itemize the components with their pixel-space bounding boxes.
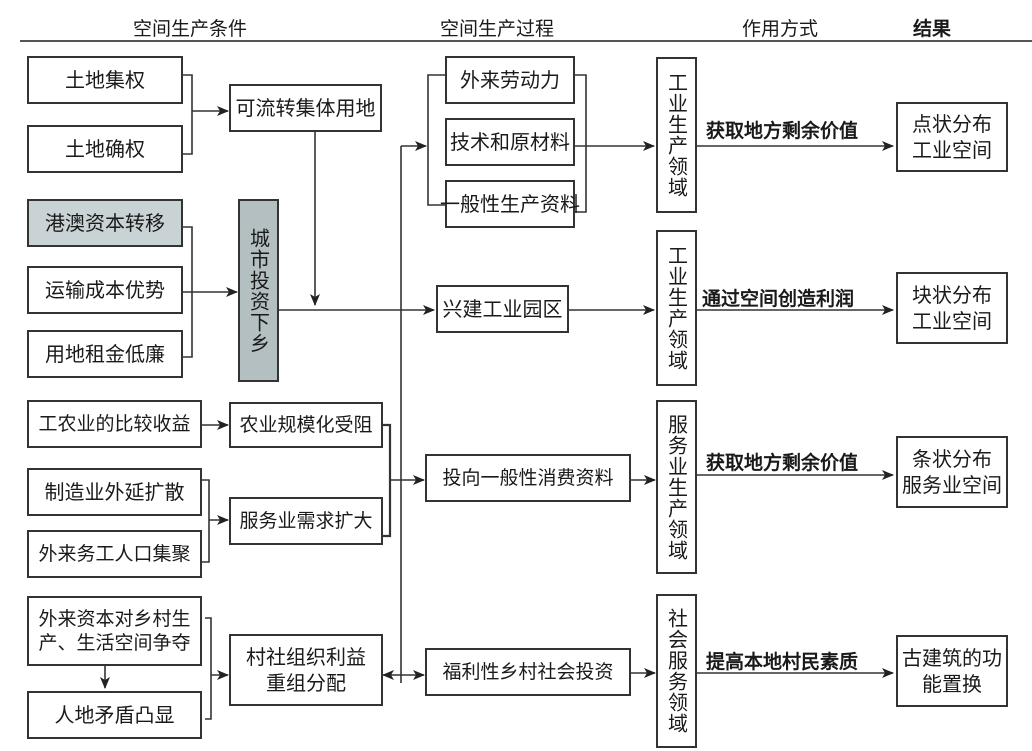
- result-point-line1: 点状分布: [912, 112, 992, 136]
- node-hk-macao-capital: 港澳资本转移: [27, 199, 183, 247]
- bracket-process-right: [574, 74, 587, 213]
- result-heritage-line2: 能置换: [922, 672, 982, 696]
- node-migrant-gathering: 外来务工人口集聚: [27, 530, 202, 578]
- node-result-block: 块状分布 工业空间: [896, 272, 1008, 344]
- mode-profit: 通过空间创造利润: [702, 288, 855, 310]
- result-strip-line1: 条状分布: [912, 447, 992, 471]
- external-capital-line2: 产、生活空间争夺: [38, 632, 191, 654]
- node-village-interest: 村社组织利益 重组分配: [229, 634, 383, 706]
- node-general-means: 一般性生产资料: [440, 180, 580, 228]
- result-block-line2: 工业空间: [912, 309, 992, 333]
- village-interest-line1: 村社组织利益: [246, 645, 366, 669]
- node-result-point: 点状分布 工业空间: [896, 102, 1008, 172]
- node-urban-investment: 城市投资下乡: [238, 199, 279, 382]
- node-human-land-conflict: 人地矛盾凸显: [27, 691, 202, 739]
- node-transferable-land: 可流转集体用地: [229, 84, 382, 132]
- bracket-external: [205, 617, 212, 720]
- header-divider: [20, 40, 1032, 42]
- node-external-capital: 外来资本对乡村生 产、生活空间争夺: [27, 596, 202, 666]
- node-industrial-domain-1: 工业生产领域: [656, 57, 697, 213]
- node-comparative-income: 工农业的比较收益: [27, 400, 202, 448]
- node-service-demand: 服务业需求扩大: [229, 497, 383, 545]
- node-land-confirm: 土地确权: [27, 125, 183, 173]
- node-service-domain: 服务业生产领域: [656, 400, 697, 574]
- mode-quality: 提高本地村民素质: [706, 651, 859, 673]
- result-block-line1: 块状分布: [912, 283, 992, 307]
- result-heritage-line1: 古建筑的功: [902, 646, 1002, 670]
- node-tech-materials: 技术和原材料: [445, 118, 575, 166]
- node-low-rent: 用地租金低廉: [27, 330, 183, 378]
- node-result-heritage: 古建筑的功 能置换: [896, 635, 1008, 707]
- village-interest-line2: 重组分配: [266, 671, 346, 695]
- bracket-land: [183, 74, 193, 155]
- result-strip-line2: 服务业空间: [902, 473, 1002, 497]
- bracket-agri-service: [383, 423, 392, 538]
- header-conditions: 空间生产条件: [133, 18, 248, 40]
- header-result: 结果: [913, 18, 952, 40]
- node-industrial-park: 兴建工业园区: [436, 285, 569, 333]
- bracket-manufacturing: [201, 479, 210, 563]
- bracket-process-left: [427, 74, 445, 206]
- mode-surplus-1: 获取地方剩余价值: [706, 120, 859, 142]
- node-transport-cost: 运输成本优势: [27, 266, 183, 314]
- node-manufacturing-spread: 制造业外延扩散: [27, 468, 202, 516]
- node-social-service-domain: 社会服务领域: [656, 594, 697, 748]
- node-agri-scale-blocked: 农业规模化受阻: [229, 402, 383, 448]
- node-welfare-investment: 福利性乡村社会投资: [425, 648, 631, 696]
- node-consumer-goods: 投向一般性消费资料: [425, 454, 631, 502]
- node-industrial-domain-2: 工业生产领域: [656, 230, 697, 386]
- node-land-collective: 土地集权: [27, 56, 183, 104]
- node-migrant-labor: 外来劳动力: [445, 56, 575, 104]
- node-result-strip: 条状分布 服务业空间: [896, 436, 1008, 508]
- mode-surplus-2: 获取地方剩余价值: [706, 452, 859, 474]
- external-capital-line1: 外来资本对乡村生: [38, 608, 191, 630]
- header-mode: 作用方式: [742, 18, 819, 40]
- header-process: 空间生产过程: [440, 18, 555, 40]
- result-point-line2: 工业空间: [912, 138, 992, 162]
